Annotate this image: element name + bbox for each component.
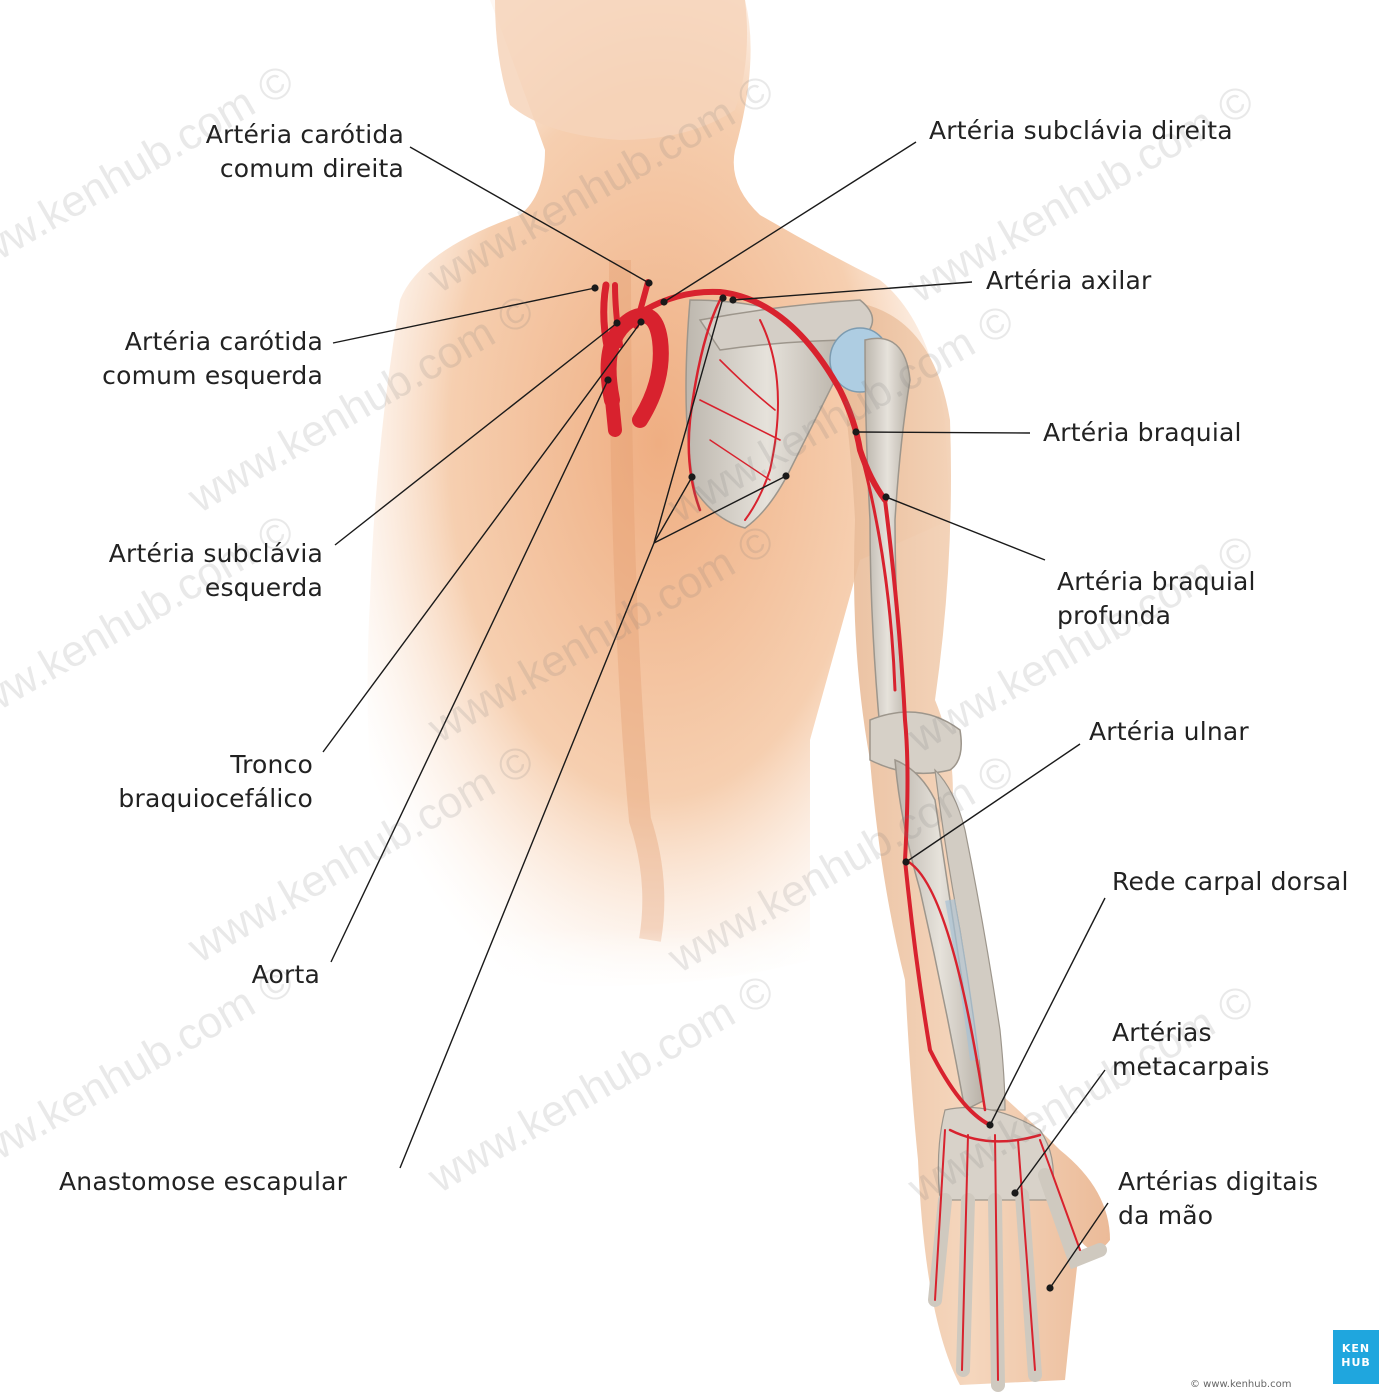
arteries <box>600 279 1081 1381</box>
leader-scapular-branch-a <box>653 476 693 544</box>
label-left-common-carotid: Artéria carótida comum esquerda <box>102 327 323 390</box>
copyright-text: © www.kenhub.com <box>1190 1379 1292 1390</box>
leader-aorta <box>330 379 609 963</box>
leader-dorsal-carpal <box>989 897 1106 1126</box>
leader-deep-brachial <box>885 496 1046 561</box>
leader-metacarpal <box>1014 1069 1106 1194</box>
leader-brachiocephalic <box>322 321 642 753</box>
torso <box>367 0 950 1000</box>
label-scapular-anastomosis: Anastomose escapular <box>59 1167 348 1196</box>
leader-dots <box>591 279 1054 1292</box>
label-axillary: Artéria axilar <box>986 266 1152 295</box>
leader-scapular-branch-b <box>653 475 787 544</box>
leader-lines <box>322 141 1109 1289</box>
label-ulnar: Artéria ulnar <box>1089 717 1249 746</box>
label-deep-brachial: Artéria braquial profunda <box>1057 567 1256 630</box>
leader-digital <box>1049 1202 1109 1289</box>
leader-right-subclavian <box>663 141 917 303</box>
kenhub-logo[interactable]: KEN HUB <box>1333 1330 1379 1384</box>
label-dorsal-carpal: Rede carpal dorsal <box>1112 867 1349 896</box>
leader-axillary <box>732 281 973 301</box>
label-brachial: Artéria braquial <box>1043 418 1242 447</box>
label-metacarpal: Artérias metacarpais <box>1112 1018 1270 1081</box>
leader-right-common-carotid <box>409 146 650 284</box>
leader-left-common-carotid <box>332 287 596 344</box>
head-neck <box>495 0 748 140</box>
leader-ulnar <box>905 743 1081 863</box>
label-brachiocephalic: Tronco braquiocefálico <box>118 750 313 813</box>
label-right-common-carotid: Artéria carótida comum direita <box>205 120 404 183</box>
leader-left-subclavian <box>334 322 618 546</box>
label-aorta: Aorta <box>251 960 320 989</box>
label-left-subclavian: Artéria subclávia esquerda <box>108 539 323 602</box>
label-right-subclavian: Artéria subclávia direita <box>929 116 1233 145</box>
label-digital: Artérias digitais da mão <box>1118 1167 1319 1230</box>
arm-silhouette <box>830 300 1110 1385</box>
leader-brachial <box>855 431 1031 434</box>
